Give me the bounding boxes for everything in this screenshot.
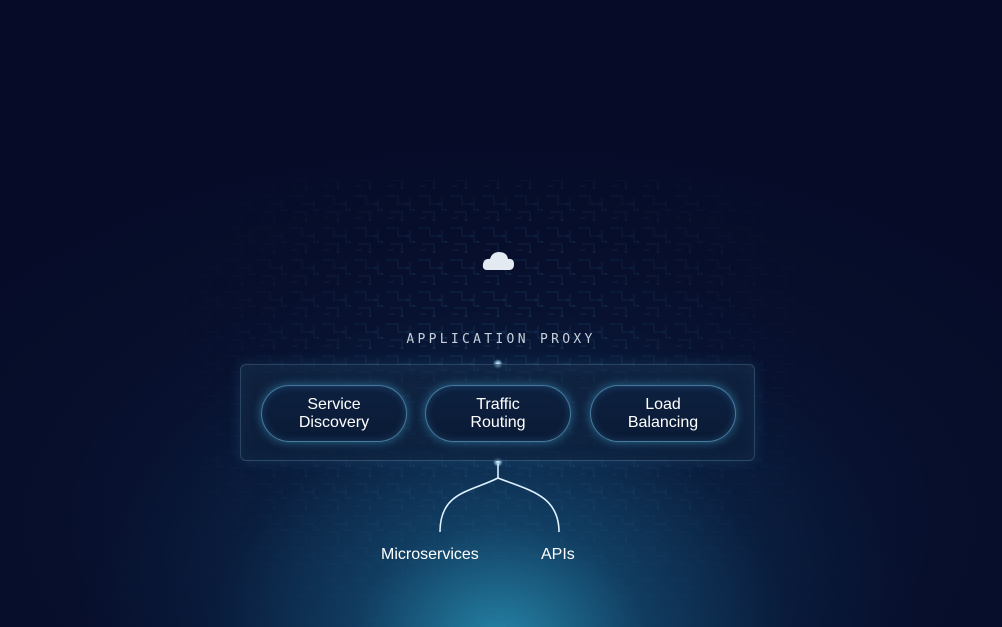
microservices-label: Microservices <box>381 546 479 563</box>
traffic-routing-pill: Traffic Routing <box>425 385 571 442</box>
cloud-icon <box>482 252 514 270</box>
load-balancing-label: Load Balancing <box>627 395 699 431</box>
proxy-panel: Service Discovery Traffic Routing Load B… <box>240 364 755 461</box>
service-discovery-label: Service Discovery <box>298 395 370 431</box>
branch-connector-right <box>497 477 560 533</box>
branch-connector-left <box>439 477 499 533</box>
traffic-routing-label: Traffic Routing <box>470 395 526 431</box>
service-discovery-pill: Service Discovery <box>261 385 407 442</box>
application-proxy-title: APPLICATION PROXY <box>406 332 596 347</box>
load-balancing-pill: Load Balancing <box>590 385 736 442</box>
apis-label: APIs <box>541 546 575 563</box>
